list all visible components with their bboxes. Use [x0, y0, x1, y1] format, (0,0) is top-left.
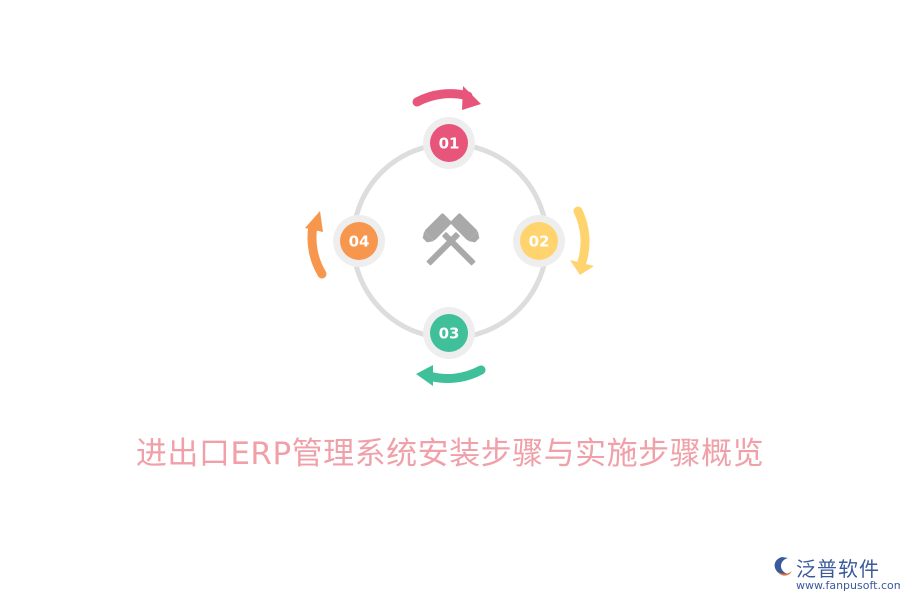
step-03: 03: [423, 307, 475, 359]
diagram-title: 进出口ERP管理系统安装步骤与实施步骤概览: [135, 436, 765, 472]
step-04-label: 04: [349, 233, 370, 251]
brand-name: 泛普软件: [796, 557, 880, 581]
arrow-left: [305, 211, 327, 279]
brand-url: www.fanpusoft.com: [796, 579, 900, 592]
arrow-right: [570, 206, 594, 275]
arrow-top: [412, 86, 481, 110]
brand-mark-icon: [774, 557, 792, 576]
brand-logo: 泛普软件 www.fanpusoft.com: [768, 553, 900, 597]
arrow-bottom: [416, 365, 486, 386]
step-03-label: 03: [439, 325, 460, 343]
step-02: 02: [513, 215, 565, 267]
step-01-label: 01: [439, 135, 460, 153]
step-04: 04: [333, 215, 385, 267]
crossed-hammers-icon: [422, 213, 480, 266]
step-01: 01: [423, 117, 475, 169]
step-02-label: 02: [529, 233, 550, 251]
